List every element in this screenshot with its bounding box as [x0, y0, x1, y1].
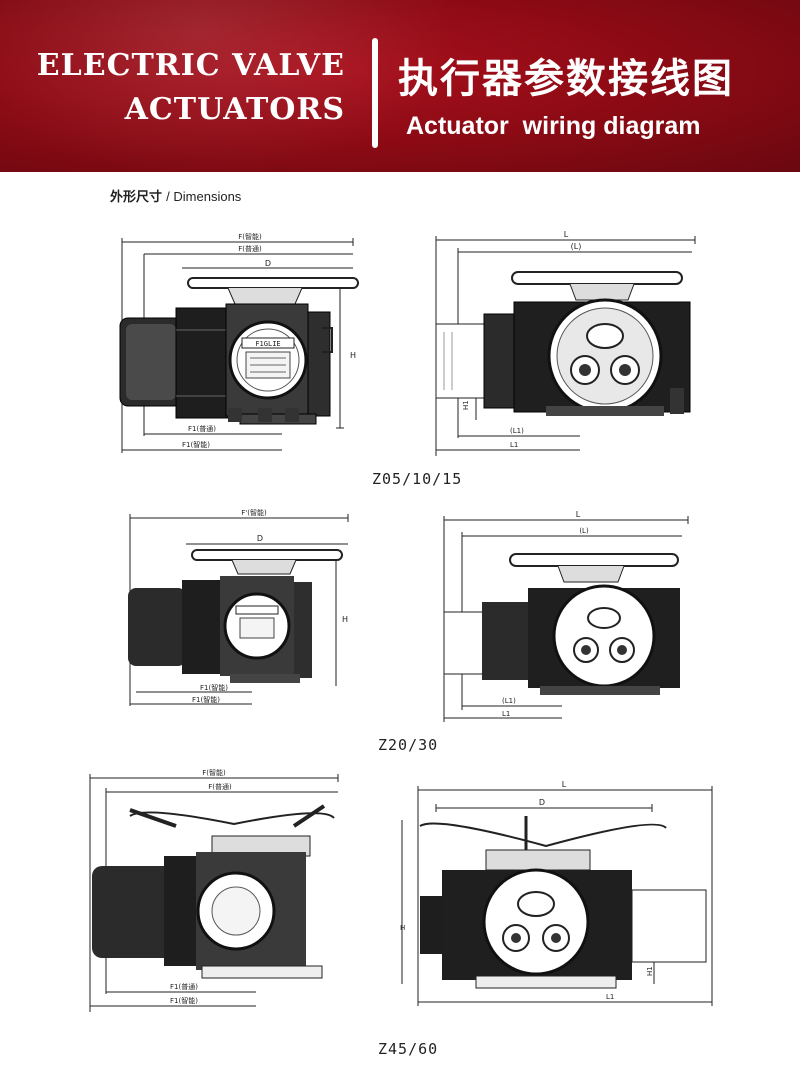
z05-front-view: L (L) H1 (L1) L1 — [435, 230, 696, 456]
dim-f-hand2: F'(智能) — [241, 508, 267, 517]
dim-f1-norm-3: F1(普通) — [170, 982, 198, 991]
dim-f-norm: F(普通) — [238, 244, 262, 253]
z05-side-view: F1GLIE F(智能) F(普通) D H F1(普通) F1(智能) — [119, 232, 359, 453]
nameplate-label: F1GLIE — [255, 340, 280, 348]
section-label-en: / Dimensions — [166, 189, 242, 204]
dim-f-hand: F(智能) — [238, 232, 262, 241]
dim-l-paren-2: (L) — [579, 527, 589, 535]
brand-title: ELECTRIC VALVE ACTUATORS — [37, 44, 345, 132]
model-label-3: Z45/60 — [378, 1040, 439, 1058]
dim-l1-2: L1 — [502, 710, 510, 718]
dim-l-paren: (L) — [571, 242, 582, 251]
dim-f-hand-3: F(智能) — [202, 768, 226, 777]
section-label: 外形尺寸 / Dimensions — [110, 186, 241, 205]
dim-f-norm-3: F(普通) — [208, 782, 232, 791]
dim-l-2: L — [576, 510, 581, 519]
dim-l1-paren: (L1) — [510, 427, 524, 435]
dim-f1-hand: F1(智能) — [182, 440, 210, 449]
section-label-cn: 外形尺寸 — [110, 190, 163, 205]
title-english: Actuator wiring diagram — [406, 112, 701, 140]
z45-side-view: F(智能) F(普通) F1(普通) F1(智能) — [89, 768, 339, 1012]
title-chinese: 执行器参数接线图 — [398, 56, 734, 102]
header-banner: ELECTRIC VALVE ACTUATORS 执行器参数接线图 Actuat… — [0, 0, 800, 172]
brand-line-2: ACTUATORS — [124, 92, 345, 127]
dim-h-2: H — [342, 615, 348, 624]
z20-side-view: F'(智能) D H F1(智能) F1(智能) — [128, 508, 349, 706]
dim-l1: L1 — [510, 441, 518, 449]
dim-d-3: D — [539, 798, 545, 807]
model-label-2: Z20/30 — [378, 736, 439, 754]
dim-h1-3: H1 — [646, 966, 654, 976]
z20-front-view: L (L) (L1) L1 — [443, 510, 689, 722]
dim-h1: H1 — [462, 400, 470, 410]
dim-l1-paren-2: (L1) — [502, 697, 516, 705]
dim-f1-hand-3: F1(智能) — [192, 695, 220, 704]
dim-l-3: L — [562, 780, 567, 789]
dim-d: D — [265, 259, 271, 268]
dim-l1-3: L1 — [606, 993, 614, 1001]
dim-f1-hand-4: F1(智能) — [170, 996, 198, 1005]
dim-h: H — [350, 351, 356, 360]
brand-line-1: ELECTRIC VALVE — [36, 48, 345, 83]
model-label-1: Z05/10/15 — [372, 470, 463, 488]
dim-f1-hand-2: F1(智能) — [200, 683, 228, 692]
z45-front-view: L D H H1 L1 — [400, 780, 713, 1006]
dim-l: L — [564, 230, 569, 239]
dim-f1-norm: F1(普通) — [188, 424, 216, 433]
dim-h-3: H — [400, 924, 405, 932]
dim-d-2: D — [257, 534, 263, 543]
header-divider — [372, 38, 378, 148]
